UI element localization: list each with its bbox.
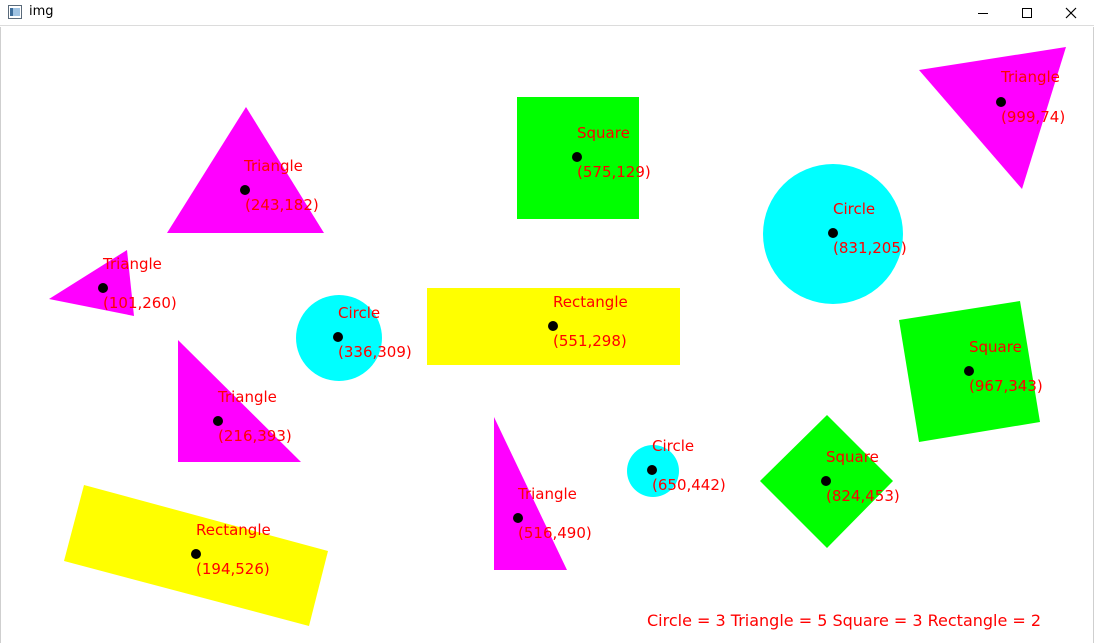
centroid-dot <box>821 476 831 486</box>
shape-coords: (551,298) <box>553 332 627 350</box>
centroid-dot <box>513 513 523 523</box>
triangle-shape <box>49 250 134 316</box>
close-icon <box>1065 7 1077 19</box>
shape-coords: (194,526) <box>196 560 270 578</box>
shape-label: Square <box>969 338 1022 356</box>
maximize-icon <box>1022 8 1032 18</box>
centroid-dot <box>191 549 201 559</box>
shape-count-summary: Circle = 3 Triangle = 5 Square = 3 Recta… <box>647 611 1041 630</box>
centroid-dot <box>996 97 1006 107</box>
shape-circle-2: Circle (336,309) <box>296 295 412 381</box>
shape-label: Triangle <box>517 485 577 503</box>
shapes-scene: Triangle (243,182) Square (575,129) Tria… <box>49 47 1066 630</box>
shape-triangle-3: Triangle (101,260) <box>49 250 177 316</box>
shape-coords: (336,309) <box>338 343 412 361</box>
shape-coords: (967,343) <box>969 377 1043 395</box>
centroid-dot <box>240 185 250 195</box>
shape-circle-3: Circle (650,442) <box>627 437 726 497</box>
shape-coords: (243,182) <box>245 196 319 214</box>
centroid-dot <box>647 465 657 475</box>
shape-coords: (831,205) <box>833 239 907 257</box>
shape-label: Square <box>577 124 630 142</box>
shape-circle-1: Circle (831,205) <box>763 164 907 304</box>
close-button[interactable] <box>1048 0 1094 26</box>
shape-triangle-2: Triangle (999,74) <box>919 47 1066 189</box>
shape-rectangle-1: Rectangle (551,298) <box>427 288 680 365</box>
triangle-shape <box>494 417 567 570</box>
window-title: img <box>29 4 54 19</box>
shape-coords: (516,490) <box>518 524 592 542</box>
centroid-dot <box>964 366 974 376</box>
centroid-dot <box>98 283 108 293</box>
app-icon <box>8 5 22 19</box>
maximize-button[interactable] <box>1004 0 1050 26</box>
shape-coords: (650,442) <box>652 476 726 494</box>
triangle-shape <box>167 107 324 233</box>
shape-label: Triangle <box>102 255 162 273</box>
centroid-dot <box>548 321 558 331</box>
shape-square-3: Square (824,453) <box>760 415 900 548</box>
shape-square-1: Square (575,129) <box>517 97 651 219</box>
shape-label: Rectangle <box>196 521 271 539</box>
shape-coords: (101,260) <box>103 294 177 312</box>
shape-coords: (999,74) <box>1001 108 1065 126</box>
shape-triangle-4: Triangle (216,393) <box>178 340 301 462</box>
shape-label: Triangle <box>243 157 303 175</box>
triangle-shape <box>919 47 1066 189</box>
shape-label: Triangle <box>1000 68 1060 86</box>
centroid-dot <box>572 152 582 162</box>
minimize-icon <box>978 13 988 14</box>
shape-label: Circle <box>338 304 380 322</box>
centroid-dot <box>828 228 838 238</box>
title-bar: img <box>0 0 1094 26</box>
shape-triangle-1: Triangle (243,182) <box>167 107 324 233</box>
shape-label: Triangle <box>217 388 277 406</box>
centroid-dot <box>333 332 343 342</box>
image-canvas: Triangle (243,182) Square (575,129) Tria… <box>0 27 1094 643</box>
shape-triangle-5: Triangle (516,490) <box>494 417 592 570</box>
shape-square-2: Square (967,343) <box>899 301 1043 442</box>
shape-coords: (216,393) <box>218 427 292 445</box>
shape-label: Square <box>826 448 879 466</box>
shape-label: Rectangle <box>553 293 628 311</box>
centroid-dot <box>213 416 223 426</box>
shape-coords: (575,129) <box>577 163 651 181</box>
shape-label: Circle <box>833 200 875 218</box>
shape-coords: (824,453) <box>826 487 900 505</box>
triangle-shape <box>178 340 301 462</box>
shape-rectangle-2: Rectangle (194,526) <box>64 485 328 626</box>
shape-label: Circle <box>652 437 694 455</box>
minimize-button[interactable] <box>960 0 1006 26</box>
